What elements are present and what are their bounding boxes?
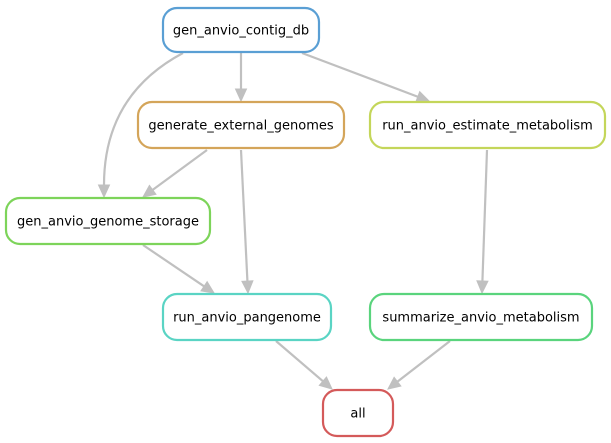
arrowhead-icon <box>476 280 489 295</box>
edge-pangenome-to-all <box>275 340 333 390</box>
node-label: gen_anvio_genome_storage <box>17 215 199 230</box>
node-storage[interactable]: gen_anvio_genome_storage <box>4 196 212 246</box>
edge-estimate-to-summarize <box>476 149 489 295</box>
node-all[interactable]: all <box>321 388 395 438</box>
edge-line <box>102 52 184 186</box>
node-label: summarize_anvio_metabolism <box>382 311 579 326</box>
edge-line <box>142 244 205 288</box>
node-contig[interactable]: gen_anvio_contig_db <box>161 6 321 54</box>
node-box <box>368 292 594 342</box>
edge-line <box>301 51 419 98</box>
edge-external-to-pangenome <box>239 149 254 295</box>
node-pangenome[interactable]: run_anvio_pangenome <box>161 292 333 342</box>
node-label: generate_external_genomes <box>148 119 333 134</box>
node-external[interactable]: generate_external_genomes <box>136 100 346 150</box>
arrowhead-icon <box>97 184 111 199</box>
edge-external-to-storage <box>142 149 208 198</box>
edges-layer <box>97 51 489 390</box>
node-estimate[interactable]: run_anvio_estimate_metabolism <box>368 100 607 150</box>
edge-summarize-to-all <box>387 340 451 390</box>
node-box <box>4 196 212 246</box>
node-box <box>161 6 321 54</box>
node-box <box>368 100 607 150</box>
edge-contig-to-external <box>234 53 248 103</box>
arrowhead-icon <box>241 280 254 295</box>
node-summarize[interactable]: summarize_anvio_metabolism <box>368 292 594 342</box>
edge-storage-to-pangenome <box>142 244 215 294</box>
edge-line <box>396 340 451 383</box>
node-label: all <box>350 407 365 422</box>
arrowhead-icon <box>200 280 215 294</box>
edge-line <box>275 340 324 383</box>
node-box <box>321 388 395 438</box>
edge-contig-to-estimate <box>301 51 431 103</box>
arrowhead-icon <box>387 376 402 390</box>
node-label: run_anvio_pangenome <box>173 311 321 326</box>
edge-line <box>152 149 208 191</box>
node-box <box>136 100 346 150</box>
arrowhead-icon <box>415 90 431 103</box>
nodes-layer: gen_anvio_contig_db generate_external_gen… <box>4 6 607 438</box>
node-label: gen_anvio_contig_db <box>173 24 309 39</box>
node-label: run_anvio_estimate_metabolism <box>382 119 593 134</box>
edge-contig-to-storage <box>97 52 184 199</box>
node-box <box>161 292 333 342</box>
arrowhead-icon <box>142 184 157 198</box>
edge-line <box>481 149 489 282</box>
edge-line <box>239 149 249 282</box>
arrowhead-icon <box>318 376 333 390</box>
arrowhead-icon <box>234 88 248 103</box>
